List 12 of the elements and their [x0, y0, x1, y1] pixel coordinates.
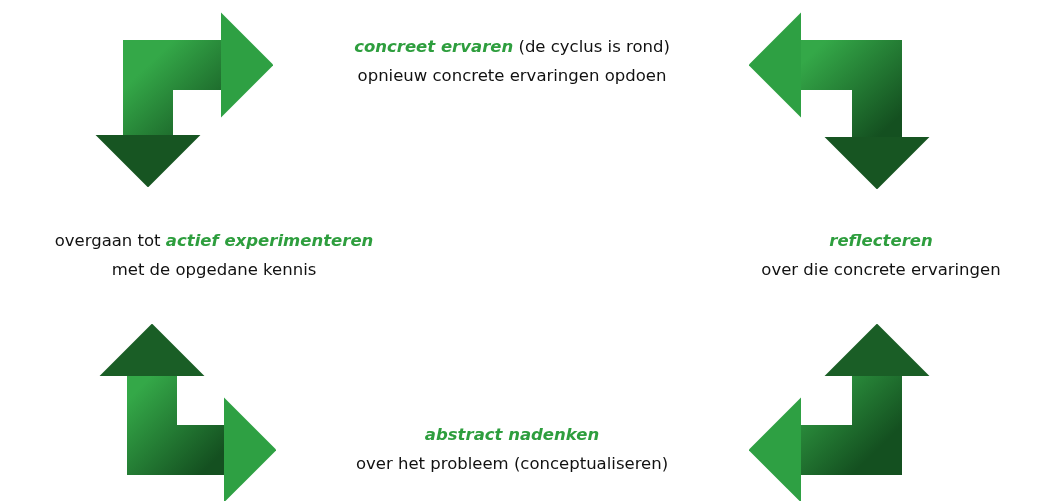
stage-title: reflecteren — [829, 231, 933, 252]
bent-arrow — [99, 323, 277, 501]
bent-arrow — [748, 12, 930, 190]
bent-arrow — [95, 12, 274, 188]
stage-title: abstract nadenken — [424, 425, 600, 446]
stage-description: over het probleem (conceptualiseren) — [355, 454, 669, 475]
stage-description: met de opgedane kennis — [111, 260, 317, 281]
stage-title: overgaan tot actief experimenteren — [54, 231, 374, 252]
stage-description: opnieuw concrete ervaringen opdoen — [357, 66, 667, 87]
bent-arrow — [748, 323, 930, 501]
stage-description: over die concrete ervaringen — [761, 260, 1001, 281]
stage-title: concreet ervaren (de cyclus is rond) — [354, 37, 670, 58]
